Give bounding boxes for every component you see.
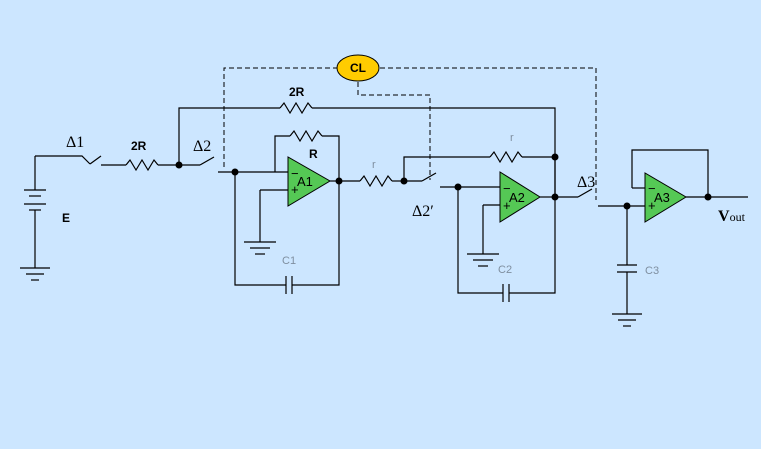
resistor-r-feedback-a2: r <box>489 132 523 164</box>
source-label: E <box>62 211 70 225</box>
resistor-r-feedback-label: R <box>309 147 318 161</box>
capacitor-c2-label: C2 <box>498 264 512 276</box>
resistor-r-series-label: r <box>372 159 376 171</box>
control-lines <box>223 67 597 200</box>
capacitor-c1-label: C1 <box>282 255 296 267</box>
ground-source <box>20 267 50 281</box>
switch-d2-label: Δ2 <box>193 138 211 155</box>
capacitor-c3-label: C3 <box>645 265 659 277</box>
switch-d2p-label: Δ2′ <box>412 203 434 220</box>
ground-a2 <box>467 253 499 267</box>
svg-text:+: + <box>648 198 656 213</box>
capacitor-c2: C2 <box>498 264 512 302</box>
svg-text:−: − <box>503 181 511 196</box>
resistor-r-feedback-a2-label: r <box>510 132 514 144</box>
resistor-2r-top-label: 2R <box>289 85 305 99</box>
resistor-2r-input-label: 2R <box>131 139 147 153</box>
opamp-a1: − + A1 <box>287 156 331 207</box>
svg-text:−: − <box>648 181 656 196</box>
resistor-r-series: r <box>359 159 393 188</box>
control-line-d2p <box>357 82 431 180</box>
opamp-a2: − + A2 <box>499 171 541 223</box>
switch-d2 <box>199 156 215 166</box>
resistor-2r-top: 2R <box>279 85 313 115</box>
resistor-2r-input: 2R <box>125 139 159 172</box>
opamp-a3: − + A3 <box>644 172 687 223</box>
output-label: Vout <box>718 208 746 225</box>
node <box>704 193 712 201</box>
controller-ellipse <box>336 54 380 82</box>
opamp-a3-label: A3 <box>654 190 670 205</box>
ground-a1 <box>244 241 276 255</box>
switch-d1 <box>89 155 102 165</box>
capacitor-c1: C1 <box>282 255 296 294</box>
resistor-r-feedback: R <box>289 129 323 161</box>
controller-label: CL <box>350 61 366 75</box>
switch-d3 <box>577 188 593 198</box>
switch-d1-label: Δ1 <box>66 134 84 151</box>
controller: CL <box>336 54 380 82</box>
ground-c3 <box>612 313 642 327</box>
svg-text:+: + <box>291 182 299 197</box>
opamp-a2-label: A2 <box>509 190 525 205</box>
control-line-d3 <box>380 67 597 200</box>
opamp-a1-label: A1 <box>297 174 313 189</box>
switch-d3-label: Δ3 <box>577 174 595 191</box>
switch-d2p <box>421 172 437 182</box>
svg-text:+: + <box>503 198 511 213</box>
svg-text:−: − <box>291 166 299 181</box>
battery-source: E <box>24 156 70 268</box>
control-line-d2 <box>223 67 338 168</box>
capacitor-c3: C3 <box>617 264 659 277</box>
